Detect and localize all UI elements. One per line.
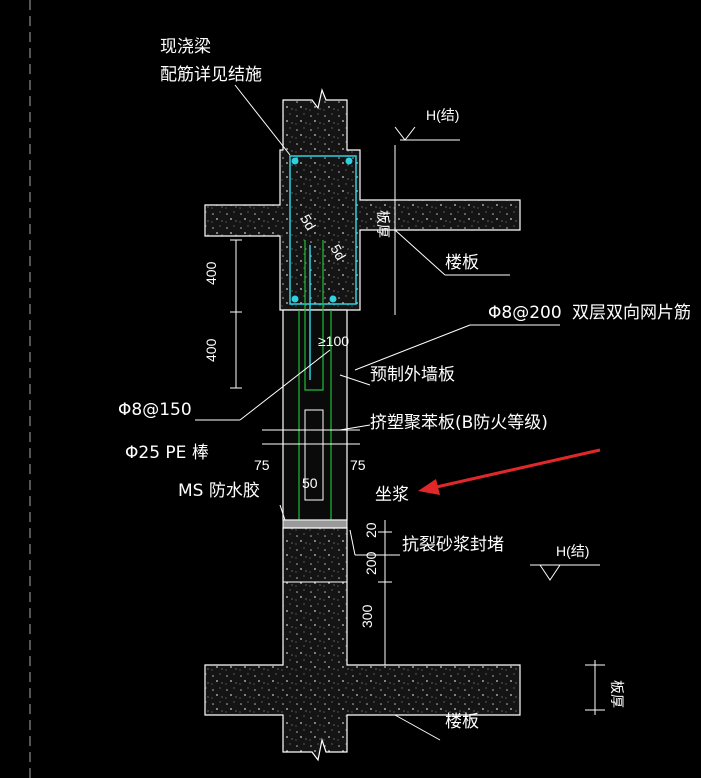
label-cast-beam: 现浇梁 [160,37,211,57]
label-xps-board: 挤塑聚苯板(B防火等级) [370,413,548,433]
label-pe-rod: Φ25 PE 棒 [125,443,209,463]
label-h-top: H(结) [426,107,459,123]
label-slab-thickness-top: 板厚 [375,210,391,238]
label-beam-rebar-note: 配筋详见结施 [160,65,262,85]
dim-ge-100: ≥100 [318,333,349,349]
label-stirrup-hook-1: 5d [297,212,319,233]
prefab-wall-panel [262,240,360,521]
label-mesh: 双层双向网片筋 [572,303,691,323]
label-stirrup-hook-2: 5d [327,242,349,263]
dim-300: 300 [359,604,375,628]
red-arrow [418,448,601,495]
grout-joint [282,519,348,529]
label-slab-thickness-bottom: 板厚 [609,680,625,708]
dim-75-left: 75 [254,457,270,473]
dim-20: 20 [363,522,379,538]
label-grout: 坐浆 [375,485,409,505]
dim-50: 50 [302,475,318,491]
label-slab-top: 楼板 [445,253,479,273]
label-ms-glue: MS 防水胶 [178,481,260,501]
label-slab-bottom: 楼板 [445,712,479,732]
cast-in-place-beam [204,87,521,311]
label-anti-crack: 抗裂砂浆封堵 [402,535,504,555]
label-h-bottom: H(结) [556,543,589,559]
leader-lines [195,84,560,741]
dim-75-right: 75 [350,457,366,473]
label-prefab-wall: 预制外墙板 [370,365,455,385]
label-rebar-150: Φ8@150 [118,400,192,420]
dim-400-upper: 400 [203,261,219,285]
label-rebar-200: Φ8@200 [488,303,562,323]
dim-200: 200 [363,551,379,575]
dim-400-lower: 400 [203,338,219,362]
lower-wall-and-slab [204,527,521,762]
